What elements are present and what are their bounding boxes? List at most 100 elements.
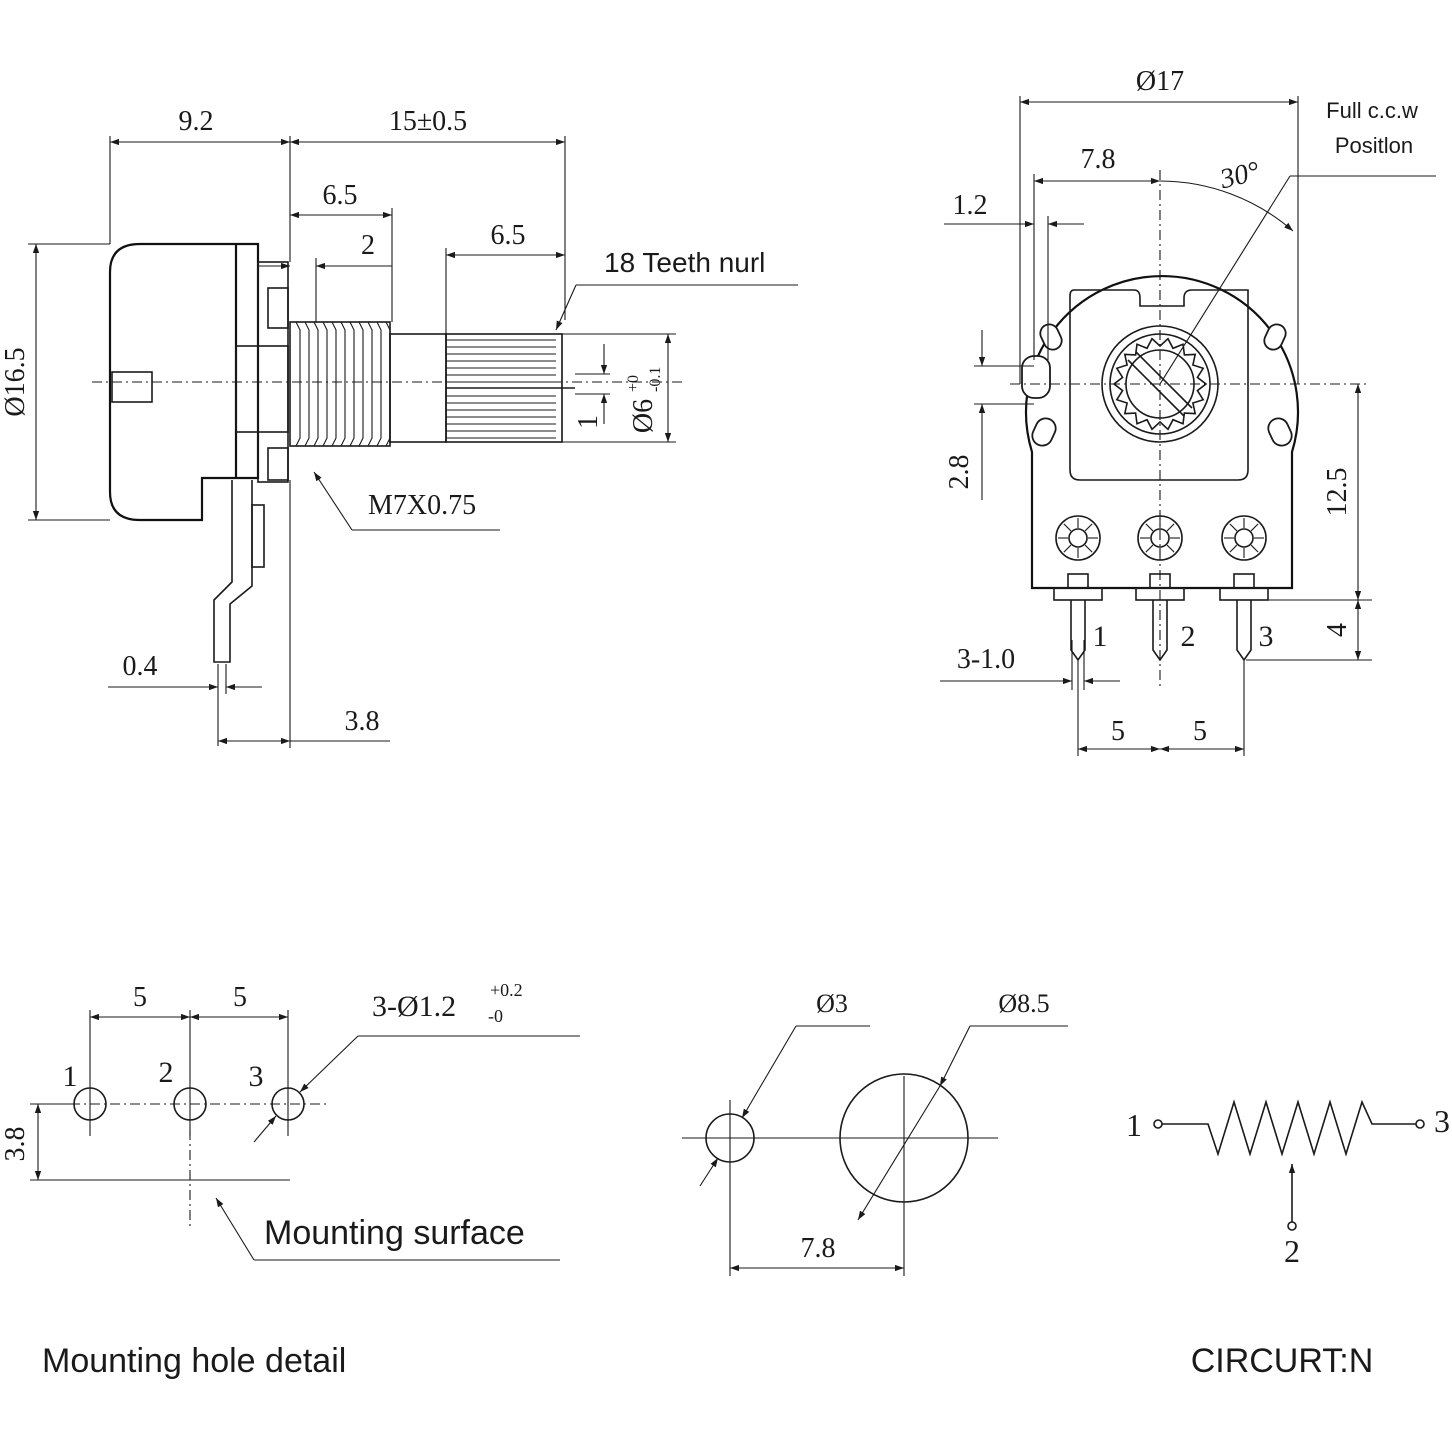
dim-shaft-tol-upper: +0 bbox=[625, 375, 642, 392]
surface-note: Mounting surface bbox=[264, 1214, 525, 1252]
thread-crest bbox=[331, 321, 337, 447]
dim-thread-offset: 2 bbox=[361, 230, 375, 261]
angle-line bbox=[1159, 175, 1291, 385]
side-bushing-plate bbox=[257, 261, 289, 483]
dim-pin-width: 3-1.0 bbox=[957, 644, 1015, 675]
dim-hole-pitch-a: 5 bbox=[133, 982, 147, 1013]
side-terminal bbox=[213, 480, 253, 663]
leader-large-diameter bbox=[857, 1085, 941, 1221]
thread-crest bbox=[304, 321, 310, 447]
hole-tol-upper: +0.2 bbox=[490, 980, 523, 1000]
front-lug-upper-right bbox=[1263, 323, 1287, 351]
resistor-symbol bbox=[1162, 1099, 1416, 1157]
dim-diameter: Ø17 bbox=[1136, 66, 1184, 97]
eyelet-rib bbox=[1166, 523, 1175, 532]
leader-hole-arrow-b bbox=[253, 1115, 277, 1143]
terminal-pin bbox=[1236, 600, 1252, 662]
side-shaft bbox=[389, 333, 447, 443]
thread-crest bbox=[340, 321, 346, 447]
front-housing-outline bbox=[1024, 275, 1300, 590]
thread-crest bbox=[295, 321, 301, 447]
eyelet-rib bbox=[1145, 523, 1154, 532]
front-shaft-slot bbox=[1127, 351, 1193, 417]
dim-shaft-diameter: Ø6 bbox=[628, 399, 659, 433]
dim-terminal-offset: 3.8 bbox=[345, 706, 380, 737]
angle-arc bbox=[1159, 180, 1294, 232]
dim-height-small: 2.8 bbox=[944, 455, 975, 490]
leader-small-arrow bbox=[741, 1025, 797, 1119]
dim-terminal-thickness: 0.4 bbox=[123, 651, 158, 682]
angle-label: 30° bbox=[1216, 156, 1263, 196]
pin-label-3: 3 bbox=[1259, 620, 1274, 653]
dim-pitch-b: 5 bbox=[1193, 716, 1207, 747]
side-thread-lines bbox=[295, 321, 391, 447]
cutout-large-hole bbox=[839, 1073, 969, 1203]
side-bushing-flange bbox=[235, 345, 289, 433]
circuit-caption: CIRCURT:N bbox=[1191, 1342, 1374, 1380]
terminal-shoulder bbox=[1135, 587, 1185, 601]
side-bushing-key-lower bbox=[267, 447, 289, 481]
dim-pitch-a: 5 bbox=[1111, 716, 1125, 747]
terminal-eyelet-hole bbox=[1234, 528, 1254, 548]
dim-body-depth: 9.2 bbox=[179, 106, 214, 137]
thread-crest bbox=[376, 321, 382, 447]
circuit-terminal-1 bbox=[1153, 1119, 1163, 1129]
dim-knurl-length: 6.5 bbox=[491, 220, 526, 251]
eyelet-rib bbox=[1229, 523, 1238, 532]
dim-cutout-large: Ø8.5 bbox=[998, 989, 1049, 1018]
dim-cutout-spacing: 7.8 bbox=[801, 1233, 836, 1264]
circuit-pin-2: 2 bbox=[1284, 1233, 1300, 1269]
dim-slot: 1 bbox=[573, 415, 604, 429]
dim-height-main: 12.5 bbox=[1322, 468, 1353, 517]
eyelet-rib bbox=[1084, 523, 1093, 532]
side-thread bbox=[289, 321, 391, 447]
dim-pin-length: 4 bbox=[1322, 623, 1353, 637]
note-ccw-line1: Full c.c.w bbox=[1326, 98, 1418, 123]
front-lug-lower-right bbox=[1267, 417, 1293, 447]
terminal-eyelet-hole bbox=[1150, 528, 1170, 548]
circuit-pin-1: 1 bbox=[1126, 1107, 1142, 1143]
terminal-eyelet bbox=[1221, 515, 1267, 561]
hole-label-3: 3 bbox=[249, 1060, 264, 1093]
terminal-shoulder bbox=[1053, 587, 1103, 601]
leader-hole-arrow bbox=[299, 1035, 359, 1093]
side-view: 9.2 15±0.5 6.5 2 6.5 18 Teeth nurl Ø16.5… bbox=[0, 106, 798, 748]
dim-center-offset: 7.8 bbox=[1081, 144, 1116, 175]
terminal-pin bbox=[1070, 600, 1086, 662]
leader-knurl-arrow bbox=[555, 284, 577, 331]
terminal-shoulder bbox=[1219, 587, 1269, 601]
note-ccw-line2: Positlon bbox=[1335, 133, 1413, 158]
pin-label-2: 2 bbox=[1181, 620, 1196, 653]
hole-label-2: 2 bbox=[159, 1056, 174, 1089]
dim-hole-offset: 3.8 bbox=[0, 1127, 31, 1162]
eyelet-rib bbox=[1229, 544, 1238, 553]
thread-crest bbox=[322, 321, 328, 447]
thread-crest bbox=[313, 321, 319, 447]
front-lug-left bbox=[1021, 355, 1051, 399]
eyelet-rib bbox=[1250, 544, 1259, 553]
terminal-pin bbox=[1152, 600, 1168, 662]
eyelet-rib bbox=[1063, 523, 1072, 532]
dim-cutout-small: Ø3 bbox=[816, 989, 848, 1018]
side-rear-tab bbox=[111, 371, 153, 403]
terminal-eyelet bbox=[1055, 515, 1101, 561]
eyelet-rib bbox=[1166, 544, 1175, 553]
thread-note: M7X0.75 bbox=[368, 490, 476, 521]
eyelet-rib bbox=[1145, 544, 1154, 553]
dim-hole-pitch-b: 5 bbox=[233, 982, 247, 1013]
front-inner-frame bbox=[1069, 289, 1249, 481]
dim-lug: 1.2 bbox=[953, 190, 988, 221]
terminal-eyelet bbox=[1137, 515, 1183, 561]
eyelet-rib bbox=[1063, 544, 1072, 553]
circuit-pin-3: 3 bbox=[1434, 1103, 1450, 1139]
shaft-diameter-label: Ø6 +0 -0.1 bbox=[625, 367, 664, 433]
circuit-terminal-2 bbox=[1287, 1221, 1297, 1231]
side-bushing-key bbox=[267, 287, 289, 329]
circuit-terminal-3 bbox=[1415, 1119, 1425, 1129]
thread-crest bbox=[358, 321, 364, 447]
panel-cutout: Ø3 Ø8.5 7.8 bbox=[682, 989, 1068, 1276]
front-view: Ø17 7.8 30° Full c.c.w Positlon 1.2 2.8 … bbox=[940, 66, 1436, 756]
front-lug-lower-left bbox=[1031, 417, 1057, 447]
thread-crest bbox=[367, 321, 373, 447]
